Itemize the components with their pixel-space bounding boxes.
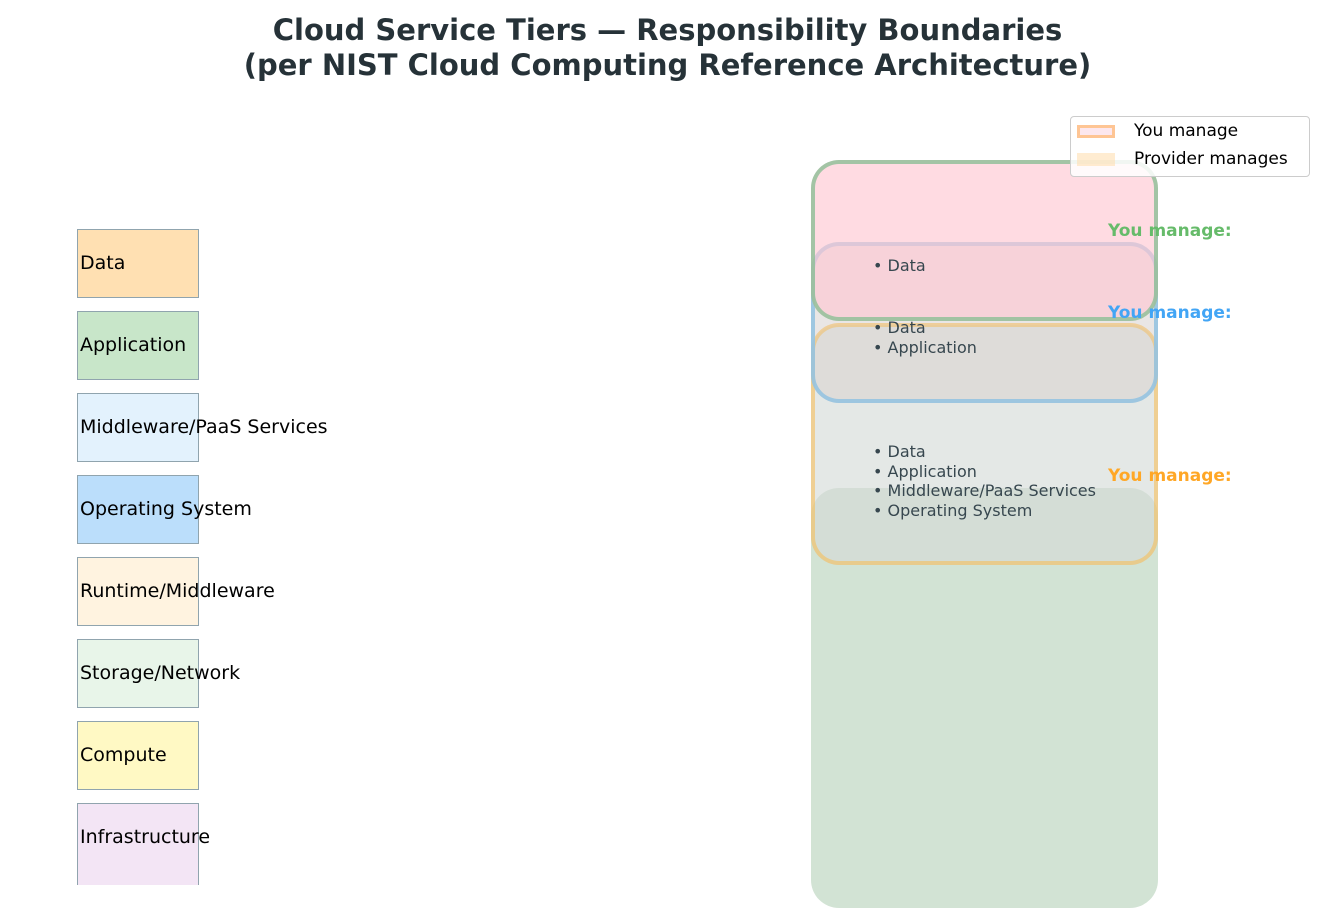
tier-saas-box (811, 160, 1158, 321)
tier-iaas-box (811, 323, 1158, 565)
legend-swatch-provider-manages (1077, 153, 1115, 166)
layer-label-application: Application (80, 334, 187, 356)
tier-iaas-item-os: • Operating System (873, 501, 1033, 521)
tier-paas-manage-label: You manage: (1108, 303, 1232, 323)
tier-paas-provider-region (811, 325, 1158, 565)
tier-iaas-items: • Data • Application • Middleware/PaaS S… (873, 442, 1096, 521)
layer-box-operating-system (77, 475, 199, 544)
layer-label-runtime-middleware: Runtime/Middleware (80, 580, 275, 602)
layer-label-data: Data (80, 252, 126, 274)
tier-iaas-item-application: • Application (873, 461, 977, 481)
tier-iaas-item-data: • Data (873, 442, 926, 461)
layer-box-data (77, 229, 199, 298)
layer-label-compute: Compute (80, 744, 167, 766)
legend-label-provider-manages: Provider manages (1134, 149, 1288, 169)
tier-paas-items: • Data • Application (873, 318, 977, 357)
tier-saas-manage-label: You manage: (1108, 221, 1232, 241)
diagram-title-line1: Cloud Service Tiers — Responsibility Bou… (272, 13, 1063, 47)
legend-swatch-you-manage (1077, 125, 1115, 138)
diagram-title-line2: (per NIST Cloud Computing Reference Arch… (243, 48, 1092, 82)
layer-box-infrastructure (77, 803, 199, 885)
legend: You manage Provider manages (1070, 116, 1310, 177)
layer-label-infrastructure: Infrastructure (80, 826, 211, 848)
layer-label-middleware-paas: Middleware/PaaS Services (80, 416, 328, 438)
layer-label-operating-system: Operating System (80, 498, 252, 520)
tier-saas-items: • Data (873, 256, 926, 276)
tier-paas-item-data: • Data (873, 318, 926, 337)
layer-label-storage-network: Storage/Network (80, 662, 241, 684)
tier-iaas-item-middleware: • Middleware/PaaS Services (873, 481, 1096, 501)
tier-iaas-manage-label: You manage: (1108, 466, 1232, 486)
legend-label-you-manage: You manage (1134, 121, 1239, 141)
layer-box-application (77, 311, 199, 380)
layer-box-runtime-middleware (77, 557, 199, 626)
layer-box-storage-network (77, 639, 199, 708)
layer-box-middleware-paas (77, 393, 199, 462)
tier-paas-item-application: • Application (873, 337, 977, 357)
layer-box-compute (77, 721, 199, 790)
tier-saas-item-data: • Data (873, 256, 926, 275)
